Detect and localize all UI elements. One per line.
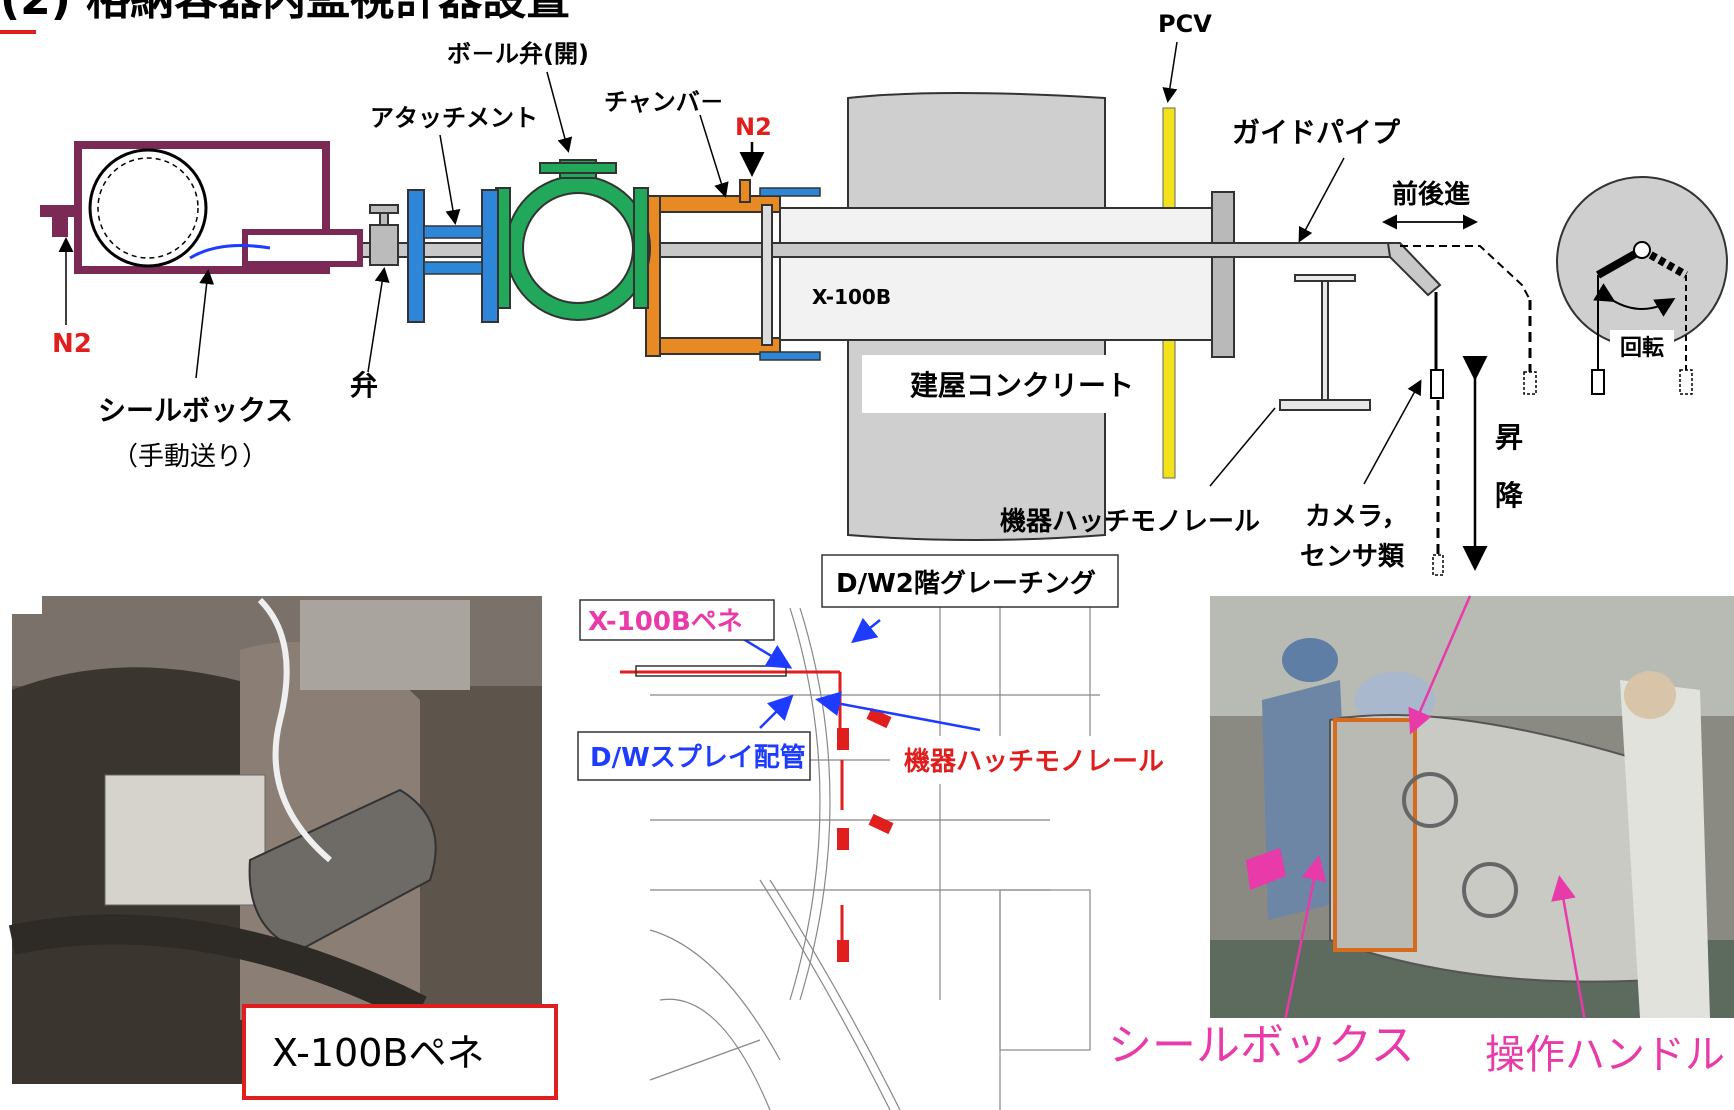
label-n2-top: N2 <box>735 113 772 141</box>
monorail-beam <box>1279 274 1371 411</box>
photo-left-caption-box <box>242 1004 558 1100</box>
photo-left: X-100Bペネ <box>8 596 558 1100</box>
x100b-sleeve <box>779 207 1221 341</box>
attachment <box>407 189 499 323</box>
svg-text:(2) 格納容器内監視計器設置: (2) 格納容器内監視計器設置 <box>0 0 570 25</box>
ball-valve <box>495 159 651 321</box>
label-sensors: センサ類 <box>1300 542 1405 572</box>
label-camera: カメラ， <box>1305 502 1408 532</box>
label-guide-pipe: ガイドパイプ <box>1232 116 1401 149</box>
leader-lines <box>58 41 1488 571</box>
photo-right-label-handle: 操作ハンドル <box>1485 1032 1725 1078</box>
label-ball-valve: ボ－ル弁(開) <box>447 40 589 68</box>
concrete-upper <box>847 92 1106 209</box>
label-x100b: X-100B <box>812 285 891 309</box>
drawing-label-dw-grating: D/W2階グレーチング <box>836 569 1096 599</box>
drawing-label-hatch-monorail: 機器ハッチモノレール <box>904 747 1164 777</box>
diagram-labels: PCV ボ－ル弁(開) アタッチメント チャンバ－ N2 ガイドパイプ 前後進 … <box>52 10 1664 572</box>
photo-left-caption: X-100Bペネ <box>272 1031 484 1075</box>
label-lift-up: 昇 <box>1495 421 1523 454</box>
chamber <box>645 179 821 361</box>
photo-right: シールボックス 操作ハンドル <box>1108 595 1734 1110</box>
label-n2-left: N2 <box>52 329 92 359</box>
label-valve: 弁 <box>350 369 378 402</box>
small-valve <box>369 204 399 266</box>
label-pcv: PCV <box>1158 10 1212 38</box>
photo-right-label-seal-box: シールボックス <box>1108 1020 1415 1071</box>
label-forward-back: 前後進 <box>1392 179 1470 210</box>
title-fragment: (2) 格納容器内監視計器設置 <box>0 0 570 34</box>
label-building-concrete: 建屋コンクリート <box>910 369 1134 402</box>
rotation-wheel <box>1556 176 1728 395</box>
guide-pipe <box>279 242 1391 258</box>
camera-head <box>1430 369 1444 399</box>
label-seal-box: シールボックス <box>98 394 293 427</box>
label-lift-down: 降 <box>1495 479 1524 512</box>
label-attachment: アタッチメント <box>370 104 538 132</box>
drawing-label-x100b-pene: X-100Bペネ <box>588 607 743 637</box>
label-manual-feed: （手動送り） <box>112 442 268 472</box>
pcv-flange <box>1211 191 1235 358</box>
label-chamber: チャンバ－ <box>604 88 724 116</box>
label-hatch-monorail: 機器ハッチモノレール <box>1000 507 1260 537</box>
label-rotation: 回転 <box>1620 335 1664 361</box>
seal-box <box>40 141 363 274</box>
concrete-label-bg <box>862 355 1137 413</box>
drawing-label-dw-spray: D/Wスプレイ配管 <box>590 743 806 773</box>
drawing-center: D/W2階グレーチング X-100Bペネ D/Wスプレイ配管 機器ハッチモノレー… <box>577 554 1164 1110</box>
